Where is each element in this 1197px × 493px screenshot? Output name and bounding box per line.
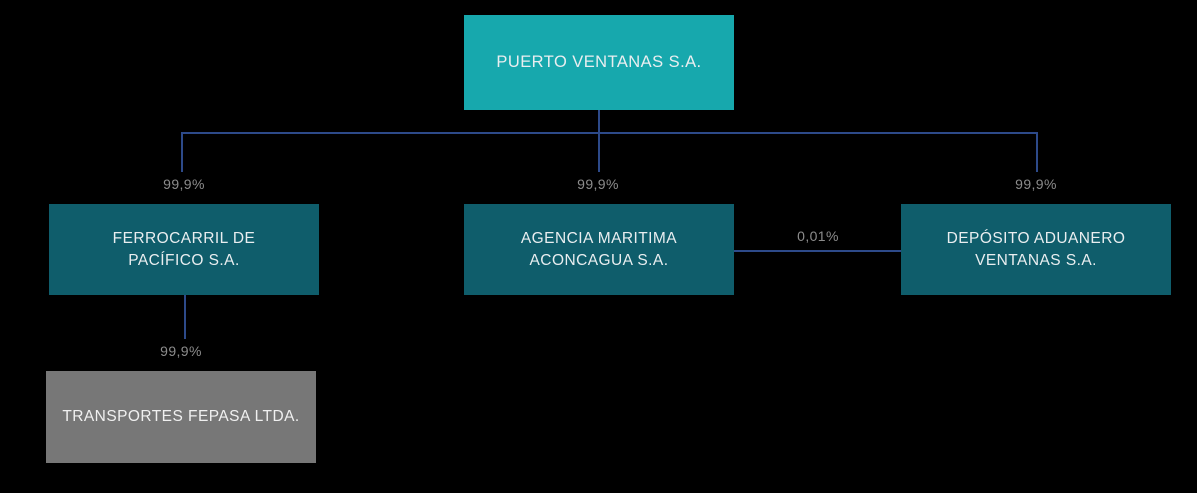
ownership-label-agencia-to-deposito: 0,01% bbox=[797, 228, 839, 244]
connector-root-stem bbox=[598, 110, 600, 134]
node-label-deposito-aduanero-ventanas: DEPÓSITO ADUANERO VENTANAS S.A. bbox=[946, 229, 1126, 269]
node-agencia-maritima-aconcagua[interactable]: AGENCIA MARITIMA ACONCAGUA S.A. bbox=[464, 204, 734, 295]
node-label-transportes-fepasa: TRANSPORTES FEPASA LTDA. bbox=[62, 408, 300, 425]
connector-agencia-deposito bbox=[734, 250, 901, 252]
connector-drop-agencia bbox=[598, 132, 600, 172]
node-transportes-fepasa[interactable]: TRANSPORTES FEPASA LTDA. bbox=[46, 371, 316, 463]
ownership-label-ferrocarril-to-fepasa: 99,9% bbox=[160, 343, 202, 359]
node-ferrocarril-del-pacifico[interactable]: FERROCARRIL DE PACÍFICO S.A. bbox=[49, 204, 319, 295]
node-puerto-ventanas[interactable]: PUERTO VENTANAS S.A. bbox=[464, 15, 734, 110]
connector-drop-deposito bbox=[1036, 132, 1038, 172]
ownership-label-root-to-deposito: 99,9% bbox=[1015, 176, 1057, 192]
ownership-label-root-to-agencia: 99,9% bbox=[577, 176, 619, 192]
node-deposito-aduanero-ventanas[interactable]: DEPÓSITO ADUANERO VENTANAS S.A. bbox=[901, 204, 1171, 295]
connector-drop-fepasa bbox=[184, 295, 186, 339]
node-label-ferrocarril-del-pacifico: FERROCARRIL DE PACÍFICO S.A. bbox=[112, 229, 256, 269]
connector-drop-ferrocarril bbox=[181, 132, 183, 172]
node-label-puerto-ventanas: PUERTO VENTANAS S.A. bbox=[496, 52, 702, 71]
connector-horizontal-bus bbox=[181, 132, 1038, 134]
ownership-label-root-to-ferrocarril: 99,9% bbox=[163, 176, 205, 192]
node-label-agencia-maritima-aconcagua: AGENCIA MARITIMA ACONCAGUA S.A. bbox=[520, 229, 678, 269]
